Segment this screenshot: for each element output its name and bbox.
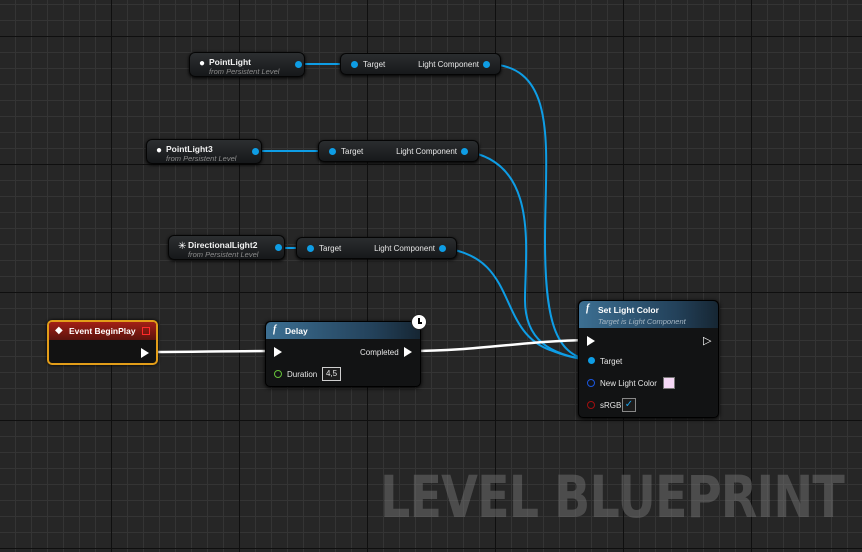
- duration-label: Duration: [287, 370, 318, 379]
- target-pin[interactable]: [351, 61, 358, 68]
- pointlight-reference-node[interactable]: ● PointLight from Persistent Level: [189, 52, 305, 77]
- duration-input[interactable]: 4,5: [322, 367, 341, 381]
- node-subtitle: from Persistent Level: [166, 154, 237, 163]
- light-component-pin[interactable]: [439, 245, 446, 252]
- srgb-label: sRGB: [600, 401, 622, 410]
- light-component-pin[interactable]: [461, 148, 468, 155]
- node-title: Delay: [285, 326, 308, 336]
- target-pin[interactable]: [588, 357, 595, 364]
- completed-label: Completed: [360, 348, 399, 357]
- exec-wire: [409, 338, 591, 353]
- light-component-label: Light Component: [374, 244, 435, 253]
- node-title: Event BeginPlay: [69, 326, 136, 336]
- object-wire: [462, 150, 591, 361]
- delay-header: f Delay: [266, 322, 420, 339]
- target-label: Target: [363, 60, 386, 69]
- delay-node[interactable]: f Delay Completed Duration: [265, 321, 421, 387]
- output-object-pin[interactable]: [252, 148, 259, 155]
- completed-exec-pin[interactable]: [404, 347, 412, 357]
- object-wire: [440, 247, 591, 361]
- light-component-pin[interactable]: [483, 61, 490, 68]
- function-icon: f: [273, 324, 277, 335]
- new-light-color-pin[interactable]: [587, 379, 595, 387]
- event-header: ◆ Event BeginPlay: [49, 322, 156, 340]
- target-label: Target: [319, 244, 342, 253]
- new-light-color-label: New Light Color: [600, 379, 657, 388]
- event-diamond-icon: ◆: [55, 325, 63, 336]
- output-object-pin[interactable]: [275, 244, 282, 251]
- node-title: PointLight: [209, 57, 252, 67]
- node-subtitle: Target is Light Component: [598, 317, 686, 326]
- light-component-label: Light Component: [418, 60, 479, 69]
- set-light-color-node[interactable]: f Set Light Color Target is Light Compon…: [578, 300, 719, 418]
- exec-output-pin[interactable]: [141, 348, 149, 358]
- srgb-bool-pin[interactable]: [587, 401, 595, 409]
- directionallight2-reference-node[interactable]: ✳ DirectionalLight2 from Persistent Leve…: [168, 235, 285, 260]
- light-component-accessor-node[interactable]: Target Light Component: [296, 237, 457, 259]
- light-component-accessor-node[interactable]: Target Light Component: [340, 53, 501, 75]
- srgb-checkbox[interactable]: ✓: [622, 398, 636, 412]
- node-subtitle: from Persistent Level: [188, 250, 259, 259]
- new-light-color-swatch[interactable]: [663, 377, 675, 389]
- duration-float-pin[interactable]: [274, 370, 282, 378]
- bulb-icon: ●: [156, 145, 163, 156]
- node-title: Set Light Color: [598, 305, 659, 315]
- exec-input-pin[interactable]: [587, 336, 595, 346]
- output-object-pin[interactable]: [295, 61, 302, 68]
- exec-input-pin[interactable]: [274, 347, 282, 357]
- node-subtitle: from Persistent Level: [209, 67, 280, 76]
- target-label: Target: [600, 357, 623, 366]
- level-blueprint-watermark: LEVEL BLUEPRINT: [380, 463, 845, 531]
- bulb-icon: ●: [199, 58, 206, 69]
- target-label: Target: [341, 147, 364, 156]
- event-delegate-icon[interactable]: [142, 327, 150, 335]
- light-component-accessor-node[interactable]: Target Light Component: [318, 140, 479, 162]
- target-pin[interactable]: [307, 245, 314, 252]
- clock-icon: [411, 314, 427, 330]
- node-title: DirectionalLight2: [188, 240, 258, 250]
- set-light-color-header: f Set Light Color Target is Light Compon…: [579, 301, 718, 328]
- exec-output-pin[interactable]: ▷: [703, 335, 712, 347]
- sun-icon: ✳: [178, 241, 187, 252]
- node-title: PointLight3: [166, 144, 213, 154]
- exec-wire: [149, 349, 279, 354]
- light-component-label: Light Component: [396, 147, 457, 156]
- object-wire: [485, 63, 591, 361]
- event-beginplay-node[interactable]: ◆ Event BeginPlay: [47, 320, 158, 365]
- function-icon: f: [586, 303, 590, 314]
- target-pin[interactable]: [329, 148, 336, 155]
- pointlight3-reference-node[interactable]: ● PointLight3 from Persistent Level: [146, 139, 262, 164]
